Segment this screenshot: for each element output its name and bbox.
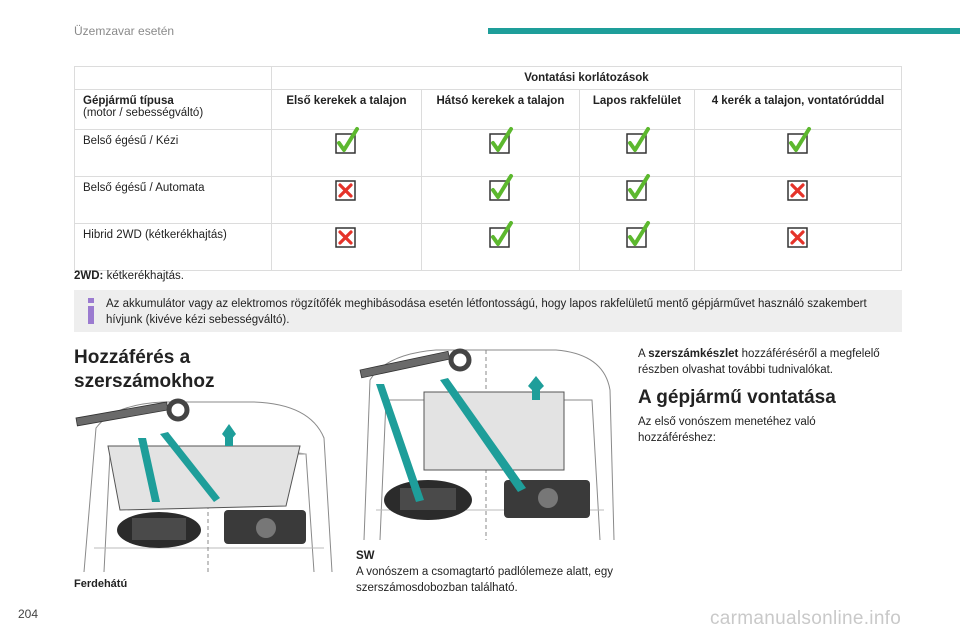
table-cell xyxy=(693,223,903,271)
table-cell xyxy=(420,221,581,271)
text-emphasis: szerszámkészlet xyxy=(648,348,739,360)
arrow-up-icon xyxy=(222,424,236,446)
table-cell xyxy=(420,174,581,224)
watermark: carmanualsonline.info xyxy=(710,608,902,629)
caption-sw: SW A vonószem a csomagtartó padlólemeze … xyxy=(356,548,616,596)
info-icon xyxy=(88,298,94,324)
checkmark-icon xyxy=(787,127,811,155)
caption-hatchback: Ferdehátú xyxy=(74,578,128,590)
checkmark-icon xyxy=(489,221,514,249)
table-cell xyxy=(579,127,695,177)
table-cell xyxy=(579,174,695,224)
header-title: Üzemzavar esetén xyxy=(74,24,175,38)
caption-sw-title: SW xyxy=(356,550,375,562)
section-title-tool-access: Hozzáférés a szerszámokhoz xyxy=(74,347,215,392)
table-cell xyxy=(420,127,581,177)
column-header: Hátsó kerekek a talajon xyxy=(420,89,581,130)
checkmark-icon xyxy=(626,221,650,249)
info-text: Az akkumulátor vagy az elektromos rögzít… xyxy=(106,298,867,326)
vehicle-type-header: Gépjármű típusa xyxy=(83,95,174,107)
row-label: Belső égésű / Kézi xyxy=(74,129,272,177)
toolbox-illustration xyxy=(117,510,306,548)
table-cell xyxy=(693,176,903,224)
table-row: Belső égésű / Automata xyxy=(74,174,903,224)
tow-eye-illustration xyxy=(359,348,472,379)
checkmark-icon xyxy=(335,127,360,155)
abbreviation-note: 2WD: kétkerékhajtás. xyxy=(74,270,184,282)
abbreviation-text: kétkerékhajtás. xyxy=(103,270,184,282)
table-corner-cell xyxy=(74,66,272,90)
column-header: Lapos rakfelület xyxy=(579,89,695,130)
cross-icon xyxy=(787,180,809,202)
page-number: 204 xyxy=(18,607,39,621)
info-box: Az akkumulátor vagy az elektromos rögzít… xyxy=(74,290,902,332)
table-cell xyxy=(271,223,422,271)
cross-icon xyxy=(335,180,357,202)
caption-sw-text: A vonószem a csomagtartó padlólemeze ala… xyxy=(356,566,613,594)
towing-restrictions-table: Vontatási korlátozások Gépjármű típusa (… xyxy=(74,66,903,271)
arrow-up-icon xyxy=(528,376,544,400)
table-cell xyxy=(579,221,695,271)
table-group-header: Vontatási korlátozások xyxy=(271,66,902,90)
toolkit-reference-text: A szerszámkészlet hozzáféréséről a megfe… xyxy=(638,346,898,378)
column-header: Első kerekek a talajon xyxy=(271,89,422,130)
text-part: A xyxy=(638,348,649,360)
column-header: 4 kerék a talajon, vontatórúddal xyxy=(693,89,903,130)
table-cell xyxy=(271,176,422,224)
table-row: Belső égésű / Kézi xyxy=(74,127,903,177)
text-part: hozzáféréséről a megfelelő részben olvas… xyxy=(638,348,880,376)
checkmark-icon xyxy=(489,127,514,155)
sw-trunk-illustration xyxy=(359,348,615,540)
row-label: Hibrid 2WD (kétkerékhajtás) xyxy=(74,223,272,271)
tow-eye-illustration xyxy=(75,398,190,427)
abbreviation-term: 2WD: xyxy=(74,270,104,282)
table-row: Hibrid 2WD (kétkerékhajtás) xyxy=(74,221,903,271)
toolbox-illustration xyxy=(384,480,590,520)
cross-icon xyxy=(787,227,809,249)
checkmark-icon xyxy=(489,174,514,202)
section-title-towing: A gépjármű vontatása xyxy=(638,387,836,408)
table-cell xyxy=(693,127,903,177)
checkmark-icon xyxy=(626,174,650,202)
checkmark-icon xyxy=(626,127,650,155)
table-cell xyxy=(271,127,422,177)
hatchback-trunk-illustration xyxy=(75,398,333,572)
row-label: Belső égésű / Automata xyxy=(74,176,272,224)
header-accent-bar xyxy=(488,28,960,34)
cross-icon xyxy=(335,227,357,249)
towing-intro-text: Az első vonószem menetéhez való hozzáfér… xyxy=(638,416,816,444)
vehicle-type-subheader: (motor / sebességváltó) xyxy=(83,107,204,119)
